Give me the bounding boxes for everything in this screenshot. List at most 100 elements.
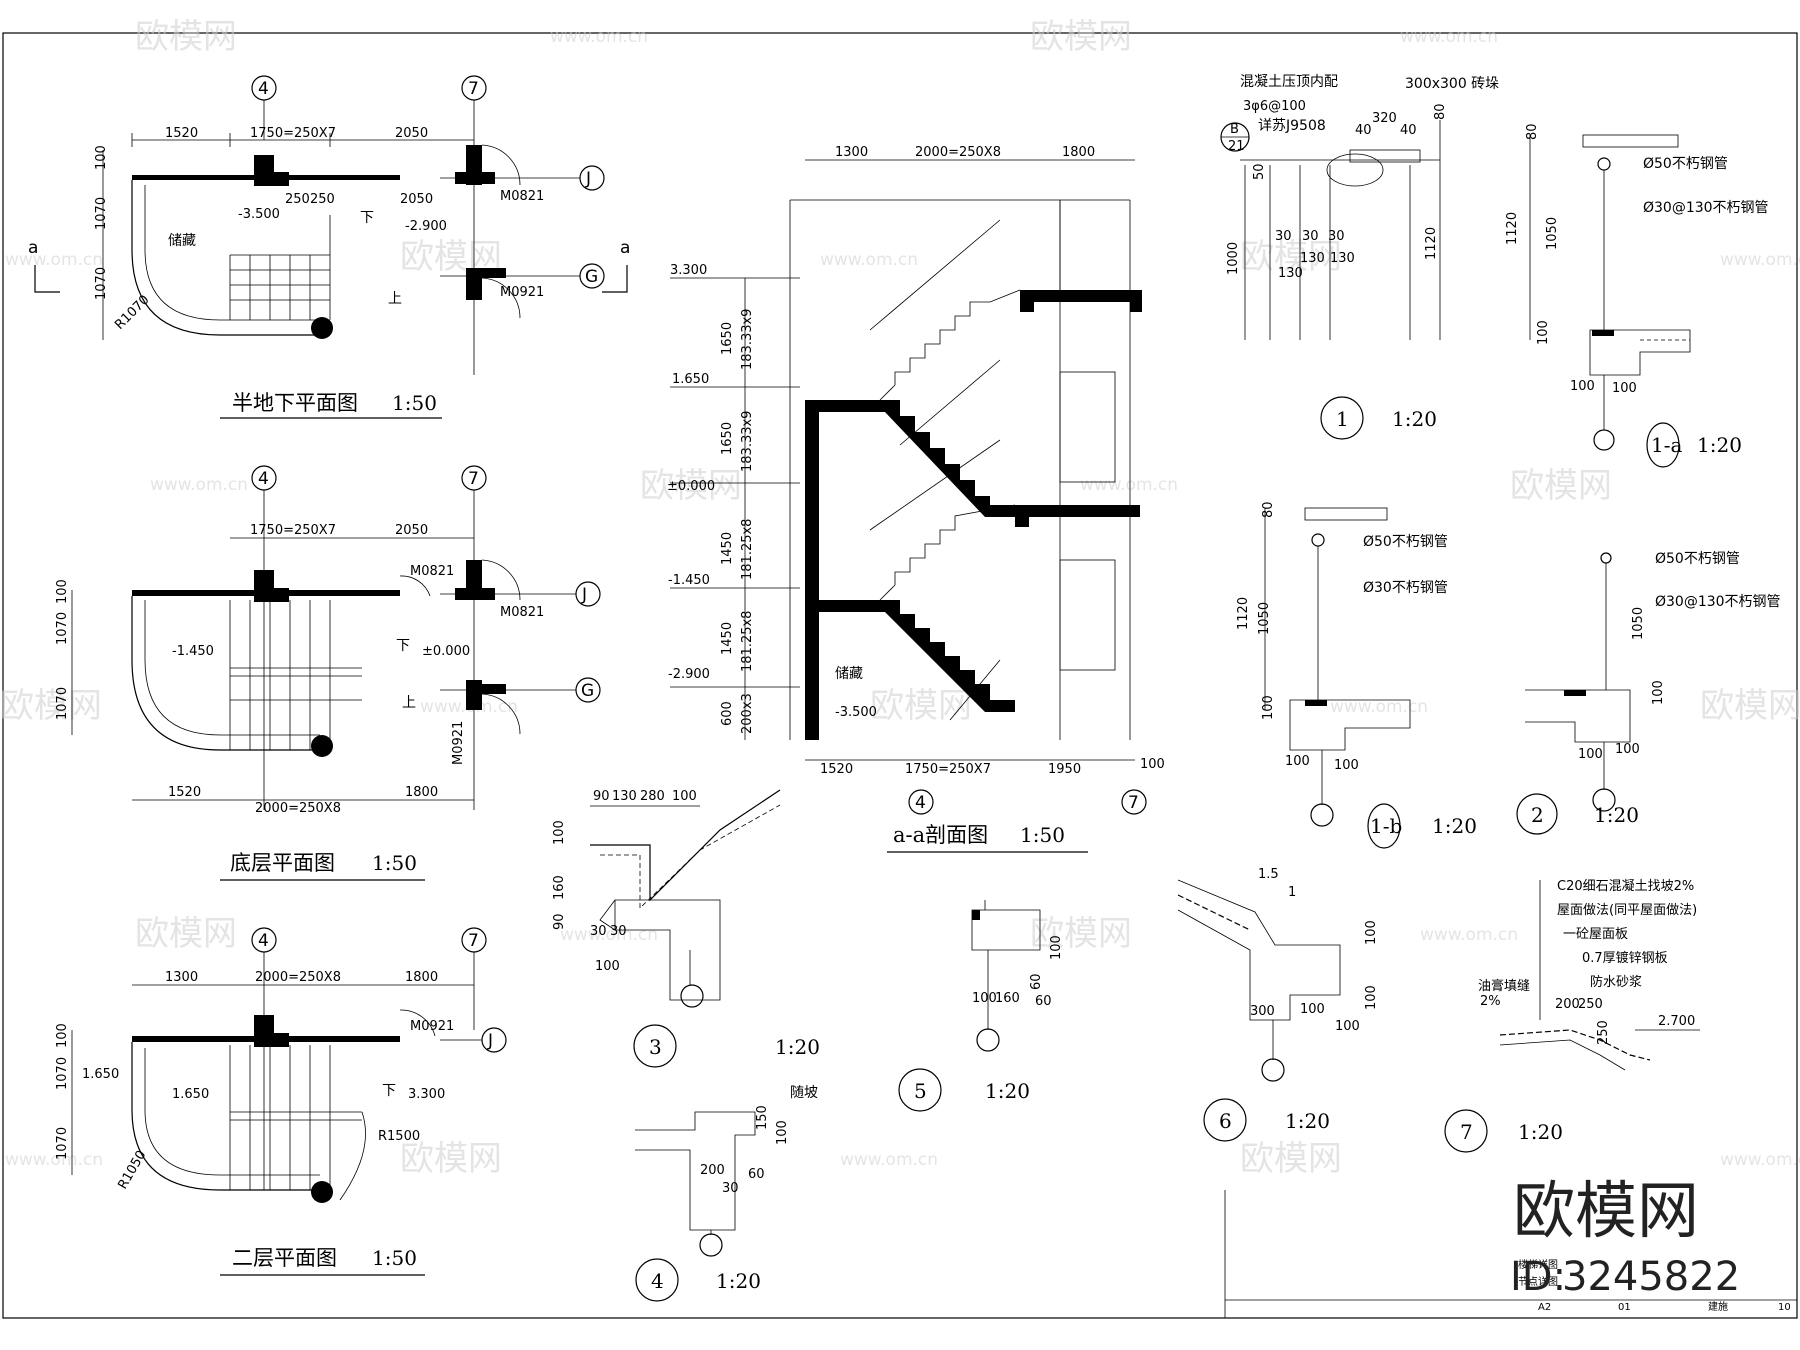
svg-text:100: 100 (1261, 695, 1276, 720)
detail-1b: Ø50不朽钢管 Ø30不朽钢管 80 1120 1050 100 100 100… (1236, 501, 1477, 849)
svg-text:100: 100 (1335, 1019, 1360, 1034)
svg-text:1.5: 1.5 (1258, 867, 1279, 882)
watermark-url: www.om.cn (1720, 250, 1800, 270)
svg-text:320: 320 (1372, 111, 1397, 126)
svg-text:1750=250X7: 1750=250X7 (250, 126, 336, 141)
svg-text:2.700: 2.700 (1658, 1014, 1695, 1029)
watermark-brand: 欧模网 (1030, 914, 1132, 954)
svg-text:二层平面图: 二层平面图 (232, 1246, 337, 1270)
svg-text:1750=250X7: 1750=250X7 (250, 523, 336, 538)
detail-3: 90 130 280 100 100 160 90 30 30 100 3 1:… (552, 789, 820, 1068)
detail-4: 随坡 150 100 200 30 60 4 1:20 (635, 1085, 818, 1302)
svg-text:Ø30@130不朽钢管: Ø30@130不朽钢管 (1655, 594, 1781, 610)
brand-id: 3245822 (1562, 1254, 1740, 1300)
watermark-url: www.om.cn (1420, 925, 1518, 945)
svg-text:100: 100 (1651, 680, 1666, 705)
svg-text:100: 100 (1285, 754, 1310, 769)
svg-text:90: 90 (552, 913, 567, 930)
svg-text:100: 100 (55, 579, 70, 604)
svg-text:60: 60 (1035, 994, 1052, 1009)
svg-text:上: 上 (388, 291, 402, 307)
svg-text:Ø50不朽钢管: Ø50不朽钢管 (1363, 534, 1448, 550)
svg-text:3.300: 3.300 (408, 1087, 445, 1102)
svg-text:40: 40 (1400, 123, 1417, 138)
svg-text:a: a (620, 238, 630, 258)
svg-text:7: 7 (468, 931, 479, 951)
svg-text:80: 80 (1525, 123, 1540, 140)
svg-text:M0821: M0821 (500, 605, 544, 620)
svg-text:1070: 1070 (55, 1127, 70, 1160)
svg-text:1120: 1120 (1424, 227, 1439, 260)
svg-text:1120: 1120 (1505, 212, 1520, 245)
svg-text:一砼屋面板: 一砼屋面板 (1563, 927, 1628, 942)
watermark-url: www.om.cn (550, 27, 648, 47)
svg-text:1050: 1050 (1631, 607, 1646, 640)
svg-text:±0.000: ±0.000 (422, 644, 470, 659)
svg-text:6: 6 (1219, 1109, 1232, 1133)
svg-text:1: 1 (1336, 407, 1349, 431)
svg-text:M0921: M0921 (500, 285, 544, 300)
svg-text:80: 80 (1261, 501, 1276, 518)
svg-text:1:20: 1:20 (1697, 433, 1742, 457)
axis-label: 7 (468, 79, 479, 99)
svg-text:底层平面图: 底层平面图 (230, 851, 335, 875)
svg-text:4: 4 (651, 1269, 664, 1293)
svg-text:-1.450: -1.450 (668, 573, 710, 588)
watermark-brand: 欧模网 (400, 1139, 502, 1179)
detail-6: 1.5 1 300 100 100 100 100 6 1:20 (1177, 867, 1379, 1142)
axis-label: J (585, 169, 591, 189)
svg-text:1:20: 1:20 (1432, 814, 1477, 838)
svg-text:R1050: R1050 (115, 1148, 149, 1192)
watermark-url: www.om.cn (840, 1150, 938, 1170)
svg-text:300: 300 (1250, 1004, 1275, 1019)
axis-bubble-J (579, 165, 605, 191)
svg-text:G: G (581, 681, 594, 701)
watermark-brand: 欧模网 (1510, 466, 1612, 506)
svg-text:1070: 1070 (94, 197, 109, 230)
svg-text:1:50: 1:50 (372, 1246, 417, 1270)
svg-text:2050: 2050 (395, 126, 428, 141)
plan-basement: 4 7 J G 1520 1750=250X7 2050 100 1070 10… (28, 75, 630, 419)
watermark-url: www.om.cn (150, 475, 248, 495)
axis-label: G (585, 267, 598, 287)
svg-text:下: 下 (360, 210, 374, 226)
svg-text:1:50: 1:50 (1020, 823, 1065, 847)
svg-text:-2.900: -2.900 (405, 219, 447, 234)
svg-text:M0821: M0821 (500, 189, 544, 204)
svg-text:储藏: 储藏 (168, 233, 196, 249)
svg-text:300x300 砖垛: 300x300 砖垛 (1405, 76, 1499, 92)
svg-text:100: 100 (972, 991, 997, 1006)
svg-text:1070: 1070 (55, 612, 70, 645)
svg-text:1.650: 1.650 (82, 1067, 119, 1082)
svg-text:2000=250X8: 2000=250X8 (255, 801, 341, 816)
svg-text:1800: 1800 (1062, 145, 1095, 160)
svg-text:50: 50 (1252, 163, 1267, 180)
svg-text:1950: 1950 (1048, 762, 1081, 777)
watermark-url: www.om.cn (5, 1150, 103, 1170)
plan-second: 4 7 J 1300 2000=250X8 1800 100 1070 1070 (55, 927, 507, 1276)
svg-text:M0921: M0921 (451, 721, 466, 765)
svg-text:21: 21 (1228, 139, 1245, 154)
svg-text:100: 100 (1578, 747, 1603, 762)
svg-text:a: a (28, 238, 38, 258)
svg-text:1:20: 1:20 (1518, 1120, 1563, 1144)
svg-text:-3.500: -3.500 (835, 705, 877, 720)
svg-text:上: 上 (402, 695, 416, 711)
svg-text:30: 30 (1328, 229, 1345, 244)
svg-text:183.33x9: 183.33x9 (740, 411, 755, 472)
svg-text:详苏J9508: 详苏J9508 (1258, 118, 1326, 134)
svg-text:100: 100 (1364, 920, 1379, 945)
svg-text:250: 250 (1596, 1020, 1611, 1045)
svg-text:280: 280 (640, 789, 665, 804)
svg-text:1.650: 1.650 (172, 1087, 209, 1102)
svg-text:1:20: 1:20 (1594, 803, 1639, 827)
svg-text:1750=250X7: 1750=250X7 (905, 762, 991, 777)
svg-text:100: 100 (94, 145, 109, 170)
svg-text:100: 100 (672, 789, 697, 804)
svg-text:200x3: 200x3 (740, 693, 755, 734)
plan-title: 半地下平面图 (232, 391, 358, 415)
brand-id-label: ID: (1510, 1254, 1566, 1300)
svg-text:181.25x8: 181.25x8 (740, 611, 755, 672)
svg-text:1450: 1450 (720, 622, 735, 655)
svg-text:60: 60 (1029, 973, 1044, 990)
